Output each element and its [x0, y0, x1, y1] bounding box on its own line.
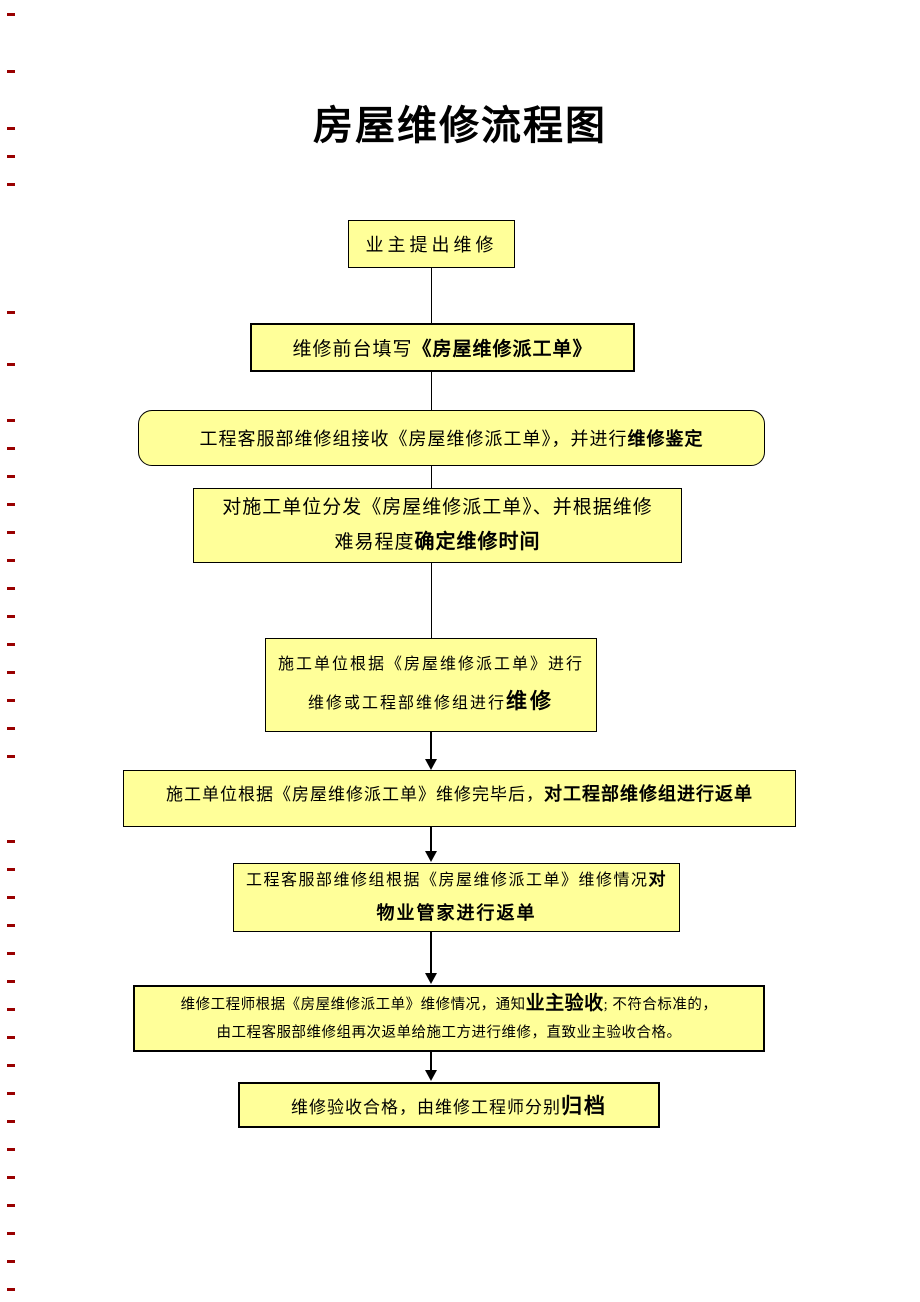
page-title: 房屋维修流程图 — [313, 103, 607, 148]
arrow-down-icon — [425, 973, 437, 984]
step-text: 工程客服部维修组根据《房屋维修派工单》维修情况 — [245, 872, 649, 889]
revision-mark — [7, 1064, 15, 1067]
step-text: ; 不符合标准的， — [603, 997, 718, 1013]
connector-line-7 — [430, 932, 432, 974]
revision-mark — [7, 868, 15, 871]
connector-line-1 — [431, 268, 432, 323]
connector-line-3 — [431, 466, 432, 488]
revision-mark — [7, 1260, 15, 1263]
flow-step-5-box: 施工单位根据《房屋维修派工单》进行 维修或工程部维修组进行维修 — [265, 638, 597, 732]
revision-mark — [7, 155, 15, 158]
revision-mark — [7, 1204, 15, 1207]
step-text-bold: 业主验收 — [525, 993, 604, 1014]
revision-mark — [7, 840, 15, 843]
arrow-down-icon — [425, 1070, 437, 1081]
revision-mark — [7, 363, 15, 366]
revision-mark — [7, 1288, 15, 1291]
revision-mark — [7, 755, 15, 758]
flow-step-9-box: 维修验收合格，由维修工程师分别归档 — [238, 1082, 660, 1128]
step-text: 维修验收合格，由维修工程师分别 — [291, 1098, 561, 1117]
step-text: 业主提出维修 — [365, 235, 498, 255]
revision-mark — [7, 70, 15, 73]
revision-mark — [7, 727, 15, 730]
revision-mark — [7, 952, 15, 955]
connector-line-2 — [431, 372, 432, 410]
step-text: 工程客服部维修组接收《房屋维修派工单》，并进行 — [199, 429, 628, 449]
step-text-bold: 对工程部维修组进行返单 — [544, 784, 753, 804]
revision-mark — [7, 13, 15, 16]
connector-line-4 — [431, 563, 432, 638]
step-text-bold: 维修鉴定 — [627, 429, 704, 449]
revision-mark — [7, 475, 15, 478]
revision-mark — [7, 1176, 15, 1179]
step-text: 对施工单位分发《房屋维修派工单》、并根据维修 — [222, 497, 653, 518]
connector-line-8 — [430, 1052, 432, 1071]
revision-mark — [7, 1036, 15, 1039]
revision-mark — [7, 1092, 15, 1095]
flow-step-1-box: 业主提出维修 — [348, 220, 515, 268]
step-text: 施工单位根据《房屋维修派工单》进行 — [277, 656, 584, 673]
revision-mark — [7, 699, 15, 702]
revision-mark — [7, 1008, 15, 1011]
step-text-bold: 确定维修时间 — [414, 531, 541, 553]
revision-mark — [7, 531, 15, 534]
flow-step-7-box: 工程客服部维修组根据《房屋维修派工单》维修情况对 物业管家进行返单 — [233, 863, 680, 932]
step-text: 维修工程师根据《房屋维修派工单》维修情况，通知 — [180, 997, 526, 1013]
revision-mark — [7, 1148, 15, 1151]
step-text-bold: 维修 — [506, 689, 554, 713]
flow-step-3-box: 工程客服部维修组接收《房屋维修派工单》，并进行维修鉴定 — [138, 410, 765, 466]
revision-mark — [7, 559, 15, 562]
revision-mark — [7, 419, 15, 422]
revision-mark — [7, 896, 15, 899]
connector-line-5 — [430, 732, 432, 760]
revision-mark — [7, 615, 15, 618]
step-text-bold: 《房屋维修派工单》 — [412, 339, 593, 360]
revision-mark — [7, 1232, 15, 1235]
arrow-down-icon — [425, 759, 437, 770]
step-text-bold: 对 — [648, 870, 667, 889]
step-text-bold: 物业管家进行返单 — [376, 903, 537, 923]
revision-mark — [7, 1120, 15, 1123]
revision-mark — [7, 980, 15, 983]
step-text: 维修前台填写 — [292, 339, 413, 360]
revision-mark — [7, 587, 15, 590]
revision-mark — [7, 671, 15, 674]
step-text: 由工程客服部维修组再次返单给施工方进行维修，直致业主验收合格。 — [216, 1025, 682, 1041]
revision-mark — [7, 127, 15, 130]
step-text: 维修或工程部维修组进行 — [307, 695, 506, 712]
flow-step-2-box: 维修前台填写《房屋维修派工单》 — [250, 323, 635, 372]
flow-step-6-box: 施工单位根据《房屋维修派工单》维修完毕后，对工程部维修组进行返单 — [123, 770, 796, 827]
flow-step-4-box: 对施工单位分发《房屋维修派工单》、并根据维修 难易程度确定维修时间 — [193, 488, 682, 563]
revision-mark — [7, 183, 15, 186]
step-text: 难易程度 — [334, 532, 415, 553]
revision-mark — [7, 311, 15, 314]
step-text-bold: 归档 — [561, 1094, 607, 1118]
arrow-down-icon — [425, 851, 437, 862]
connector-line-6 — [430, 827, 432, 852]
flow-step-8-box: 维修工程师根据《房屋维修派工单》维修情况，通知业主验收; 不符合标准的， 由工程… — [133, 985, 765, 1052]
revision-mark — [7, 924, 15, 927]
revision-mark — [7, 447, 15, 450]
revision-mark — [7, 643, 15, 646]
revision-mark — [7, 503, 15, 506]
step-text: 施工单位根据《房屋维修派工单》维修完毕后， — [166, 785, 544, 804]
